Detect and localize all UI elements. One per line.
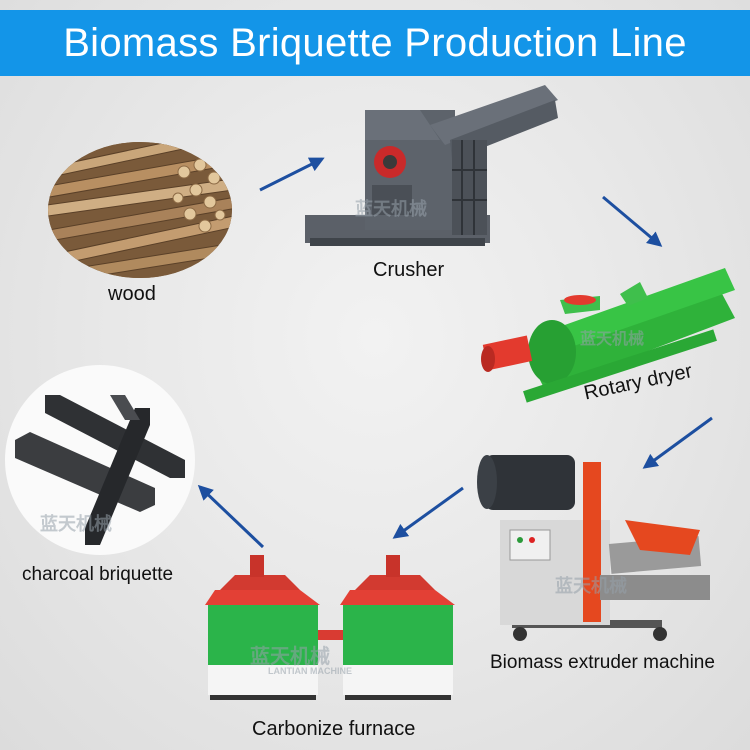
extruder-image	[477, 455, 710, 641]
label-wood: wood	[108, 283, 156, 305]
arrow-wood-to-crusher	[259, 157, 325, 192]
watermark-furnace: 蓝天机械	[250, 646, 330, 668]
arrow-furnace-to-charcoal	[197, 484, 265, 549]
page-title: Biomass Briquette Production Line	[63, 20, 687, 65]
label-charcoal-briquette: charcoal briquette	[22, 564, 174, 585]
crusher-image	[305, 85, 558, 246]
flow-arrows	[197, 157, 713, 549]
wood-pile-image	[48, 142, 232, 278]
label-carbonize-furnace: Carbonize furnace	[252, 718, 416, 740]
watermark-charcoal: 蓝天机械	[40, 514, 112, 534]
carbonize-furnace-image	[205, 555, 455, 700]
rotary-dryer-image	[481, 268, 735, 403]
title-banner: Biomass Briquette Production Line	[0, 10, 750, 76]
label-extruder: Biomass extruder machine	[490, 652, 715, 673]
watermark-dryer: 蓝天机械	[580, 331, 645, 348]
watermark-crusher: 蓝天机械	[355, 199, 427, 219]
arrow-dryer-to-extruder	[642, 416, 713, 469]
arrow-extruder-to-furnace	[392, 486, 464, 539]
charcoal-briquette-image	[5, 365, 195, 555]
watermark-extruder: 蓝天机械	[555, 576, 627, 596]
arrow-crusher-to-dryer	[602, 195, 663, 247]
label-crusher: Crusher	[373, 259, 445, 281]
watermark-furnace-en: LANTIAN MACHINE	[268, 666, 352, 676]
